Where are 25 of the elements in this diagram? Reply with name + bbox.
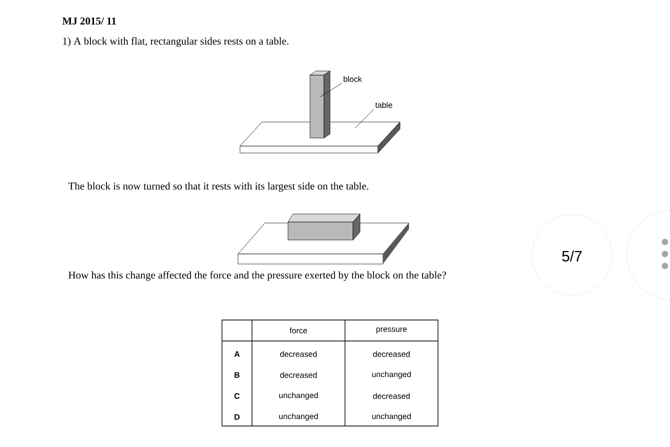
table-cell: decreased [373, 351, 410, 357]
table-cell: unchanged [279, 392, 318, 400]
question-text: 1) A block with flat, rectangular sides rests on a table. [63, 37, 288, 47]
question-text: The block is now turned so that it rests with its largest side on the table. [68, 182, 368, 192]
table-cell: decreased [280, 351, 317, 357]
table-cell: decreased [373, 393, 410, 399]
table-cell: decreased [280, 372, 317, 378]
table-cell: unchanged [372, 371, 411, 379]
row-letter: C [234, 393, 240, 399]
question-text: How has this change affected the force and the pressure exerted by the block on the table? [68, 271, 446, 281]
label-text: table [375, 102, 392, 108]
block-drawing [310, 70, 330, 138]
row-letter: A [234, 351, 240, 357]
label-text: block [344, 76, 362, 82]
leader-line [354, 108, 374, 128]
column-header: force [290, 328, 308, 334]
page-badge: 5/7 [532, 214, 612, 296]
row-letter: D [234, 414, 240, 420]
table-cell: unchanged [372, 413, 411, 421]
table-drawing [240, 122, 400, 154]
row-letter: B [234, 372, 240, 378]
heading: MJ 2015/ 11 [62, 17, 116, 25]
leader-line [320, 82, 342, 98]
table-cell: unchanged [279, 413, 318, 421]
column-header: pressure [376, 328, 407, 334]
